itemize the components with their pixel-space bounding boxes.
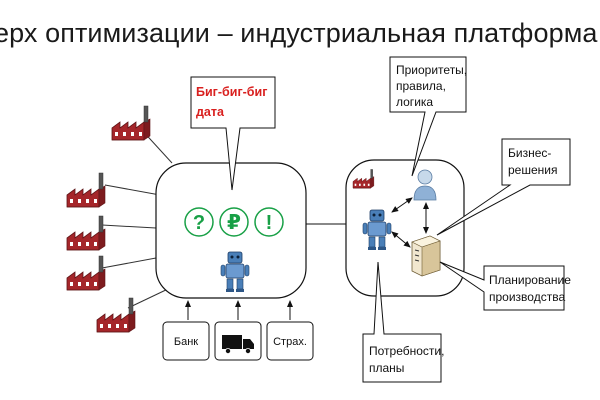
bank-label: Банк <box>174 336 198 348</box>
big-data-callout: Биг-биг-биг дата <box>190 76 276 191</box>
factory-icon <box>111 105 151 141</box>
priorities-callout: Приоритеты, правила, логика <box>389 56 467 177</box>
priorities-line-3: логика <box>396 95 433 109</box>
priorities-line-2: правила, <box>396 79 446 93</box>
ruble-symbol: ₽ <box>219 207 249 237</box>
bank-box: Банк <box>162 321 210 361</box>
svg-text:₽: ₽ <box>227 212 241 234</box>
factory-icon <box>66 255 106 291</box>
slide-title: ерх оптимизации – индустриальная платфор… <box>0 18 598 48</box>
truck-box <box>214 321 262 361</box>
question-symbol: ? <box>184 207 214 237</box>
priorities-line-1: Приоритеты, <box>396 63 467 77</box>
business-callout: Бизнес- решения <box>436 138 571 236</box>
big-data-line-2: дата <box>196 105 225 119</box>
factory-icon <box>66 215 106 251</box>
business-line-2: решения <box>508 163 557 177</box>
enterprise-arrows <box>391 197 429 248</box>
svg-text:?: ? <box>193 212 205 234</box>
planning-callout: Планирование производства <box>439 261 571 311</box>
planning-line-1: Планирование <box>489 273 571 287</box>
factory-icon <box>96 297 136 333</box>
big-data-line-1: Биг-биг-биг <box>196 85 267 99</box>
person-icon <box>413 169 437 201</box>
factory-icon <box>66 172 106 208</box>
needs-line-2: планы <box>369 361 404 375</box>
insurance-label: Страх. <box>273 336 307 348</box>
exclamation-symbol: ! <box>254 207 284 237</box>
truck-icon <box>222 335 254 354</box>
svg-text:!: ! <box>266 212 273 234</box>
needs-line-1: Потребности, <box>369 344 444 358</box>
business-line-1: Бизнес- <box>508 146 551 160</box>
insurance-box: Страх. <box>266 321 314 361</box>
server-icon <box>411 235 441 277</box>
bottom-arrows <box>185 300 293 320</box>
planning-line-2: производства <box>489 290 565 304</box>
needs-callout: Потребности, планы <box>362 261 444 383</box>
